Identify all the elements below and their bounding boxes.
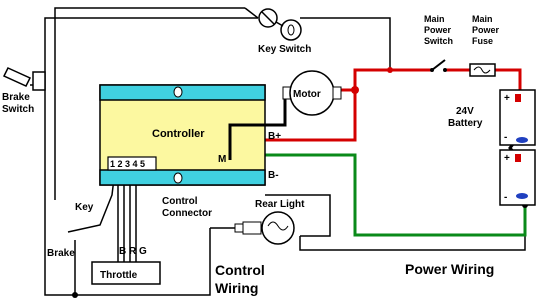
power-positive-wires: [248, 68, 522, 150]
junction-dot: [387, 67, 393, 73]
key-label: Key: [75, 202, 94, 213]
control-wiring-label-2: Wiring: [215, 280, 258, 296]
key-switch-label: Key Switch: [258, 44, 311, 55]
brg-label: B R G: [119, 246, 147, 257]
b-minus-label: B-: [268, 170, 279, 181]
main-power-fuse-label-3: Fuse: [472, 36, 493, 46]
brake-switch-label-1: Brake: [2, 92, 30, 103]
junction-dot: [72, 292, 78, 298]
control-connector-label-1: Control: [162, 196, 198, 207]
m-terminal-label: M: [218, 154, 226, 165]
battery-plus-label: +: [504, 153, 510, 164]
throttle-label: Throttle: [100, 270, 138, 281]
battery-plus-label: +: [504, 93, 510, 104]
main-power-fuse-label-1: Main: [472, 14, 493, 24]
connector-pins-label: 1 2 3 4 5: [110, 159, 145, 169]
brake-switch-label-2: Switch: [2, 104, 34, 115]
battery-minus-label: -: [504, 192, 507, 203]
key-switch: [258, 8, 302, 41]
rear-light: [234, 211, 295, 245]
controller-label: Controller: [152, 128, 205, 140]
junction-dot: [351, 86, 359, 94]
battery-minus-label: -: [504, 132, 507, 143]
battery-lower: [499, 149, 536, 206]
control-connector-label-2: Connector: [162, 208, 212, 219]
main-power-switch-label-2: Power: [424, 25, 452, 35]
motor: [282, 70, 342, 116]
control-wiring-label-1: Control: [215, 262, 265, 278]
main-power-switch-label-3: Switch: [424, 36, 453, 46]
battery-label-2: Battery: [448, 118, 483, 129]
brake-label: Brake: [47, 248, 75, 259]
battery-label-1: 24V: [456, 106, 474, 117]
main-power-fuse-label-2: Power: [472, 25, 500, 35]
battery-upper: [499, 89, 536, 146]
main-power-fuse: [469, 63, 496, 77]
main-power-switch-label-1: Main: [424, 14, 445, 24]
brake-switch: [2, 67, 46, 91]
main-power-switch: [430, 59, 447, 72]
throttle: [91, 261, 161, 285]
motor-label: Motor: [293, 89, 321, 100]
rear-light-label: Rear Light: [255, 199, 305, 210]
controller: [99, 84, 287, 186]
b-plus-label: B+: [268, 131, 281, 142]
power-wiring-label: Power Wiring: [405, 261, 494, 277]
